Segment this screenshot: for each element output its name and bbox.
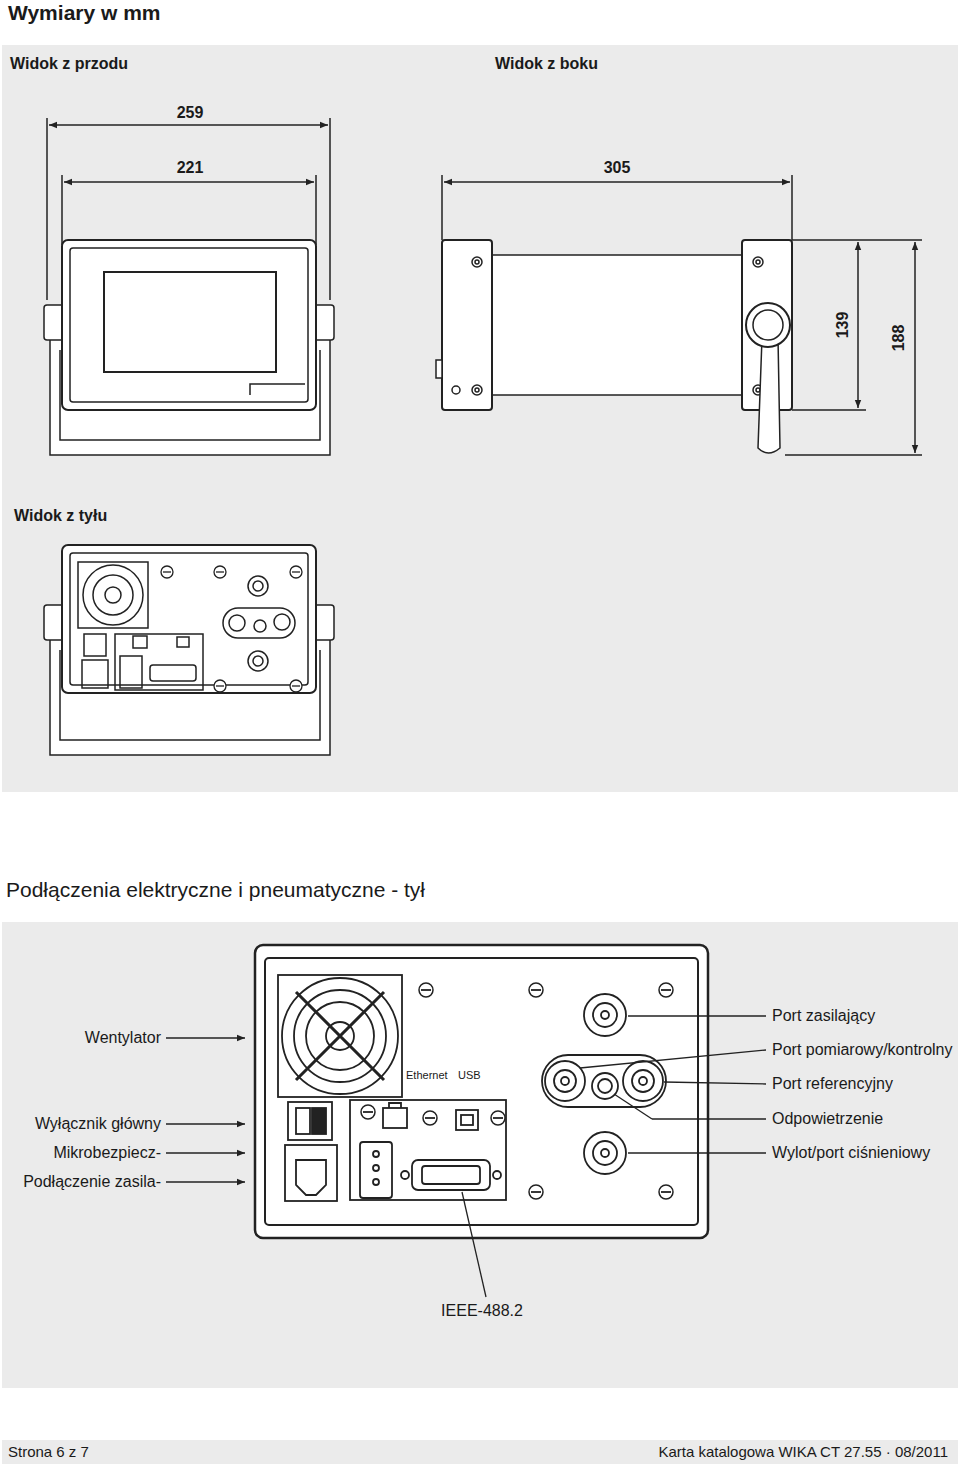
dimension: 221 <box>177 159 204 177</box>
view-title: Widok z przodu <box>10 55 128 73</box>
part-label: Wyłącznik główny <box>35 1115 161 1133</box>
part-label: Podłączenie zasila- <box>23 1173 161 1191</box>
dimension: 139 <box>834 312 852 339</box>
part-label: Mikrobezpiecz- <box>53 1144 161 1162</box>
dimension: 259 <box>177 104 204 122</box>
footer-text: Karta katalogowa WIKA CT 27.55 · 08/2011 <box>658 1443 948 1460</box>
part-label: Port zasilający <box>772 1007 875 1025</box>
dimension: 188 <box>890 325 908 352</box>
part-label: Port pomiarowy/kontrolny <box>772 1041 953 1059</box>
part-label: Port referencyjny <box>772 1075 893 1093</box>
view-title: Widok z boku <box>495 55 598 73</box>
view-title: Widok z tyłu <box>14 507 107 525</box>
section-heading: Podłączenia elektryczne i pneumatyczne -… <box>6 878 425 902</box>
part-label: Wylot/port ciśnieniowy <box>772 1144 930 1162</box>
footer-text: Strona 6 z 7 <box>8 1443 89 1460</box>
port-label: Ethernet <box>406 1069 448 1082</box>
part-label: Wentylator <box>85 1029 161 1047</box>
part-label: IEEE-488.2 <box>441 1302 523 1320</box>
page-heading: Wymiary w mm <box>8 1 161 25</box>
dimension: 305 <box>604 159 631 177</box>
part-label: Odpowietrzenie <box>772 1110 883 1128</box>
port-label: USB <box>458 1069 481 1082</box>
